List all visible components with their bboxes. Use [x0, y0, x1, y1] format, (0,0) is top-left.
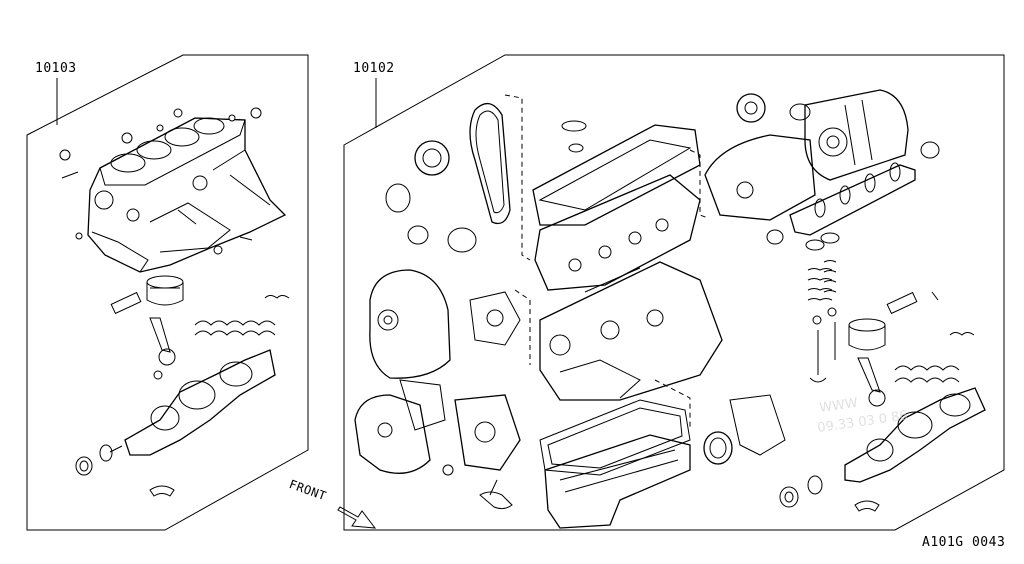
- bearing-set-left: [194, 295, 290, 336]
- water-pump: [469, 291, 521, 346]
- tensioner-pulleys: [385, 183, 477, 253]
- oil-strainer: [479, 479, 513, 510]
- connecting-rod-right: [857, 357, 886, 407]
- part-number-10102: 10102: [353, 61, 395, 76]
- rear-seal-housing: [703, 394, 786, 465]
- oil-pan: [544, 434, 691, 529]
- timing-cover-rear: [704, 134, 816, 221]
- cam-sprocket-right: [414, 93, 766, 176]
- valve-train: [805, 232, 840, 383]
- engine-block-right: [539, 261, 723, 401]
- timing-cover: [369, 269, 451, 379]
- connecting-rod-left: [149, 317, 176, 380]
- crankshaft-left: [109, 349, 276, 456]
- cylinder-head: [532, 124, 701, 291]
- seals-right: [779, 475, 880, 512]
- head-bolts: [59, 107, 262, 255]
- piston-pin-left: [110, 291, 142, 315]
- watermark-line-1: WWW: [818, 396, 858, 416]
- camshaft-cover: [789, 89, 940, 181]
- diagram-code: A101G 0043: [922, 535, 1006, 550]
- seals-left: [75, 444, 175, 497]
- crankshaft-right: [844, 387, 986, 483]
- timing-belt: [469, 103, 511, 225]
- oil-filler-cap: [561, 120, 587, 153]
- panel-10103-outline: [26, 54, 309, 531]
- cylinder-block: [87, 117, 287, 273]
- bearing-set-right: [894, 332, 975, 383]
- piston-right: [848, 291, 939, 351]
- piston-left: [146, 275, 184, 306]
- oil-pump: [442, 394, 521, 476]
- part-number-10103: 10103: [35, 61, 77, 76]
- oil-pump-cover: [354, 379, 446, 474]
- panel-10102-outline: [343, 54, 1005, 531]
- front-arrow: [337, 506, 377, 529]
- camshaft: [766, 162, 916, 245]
